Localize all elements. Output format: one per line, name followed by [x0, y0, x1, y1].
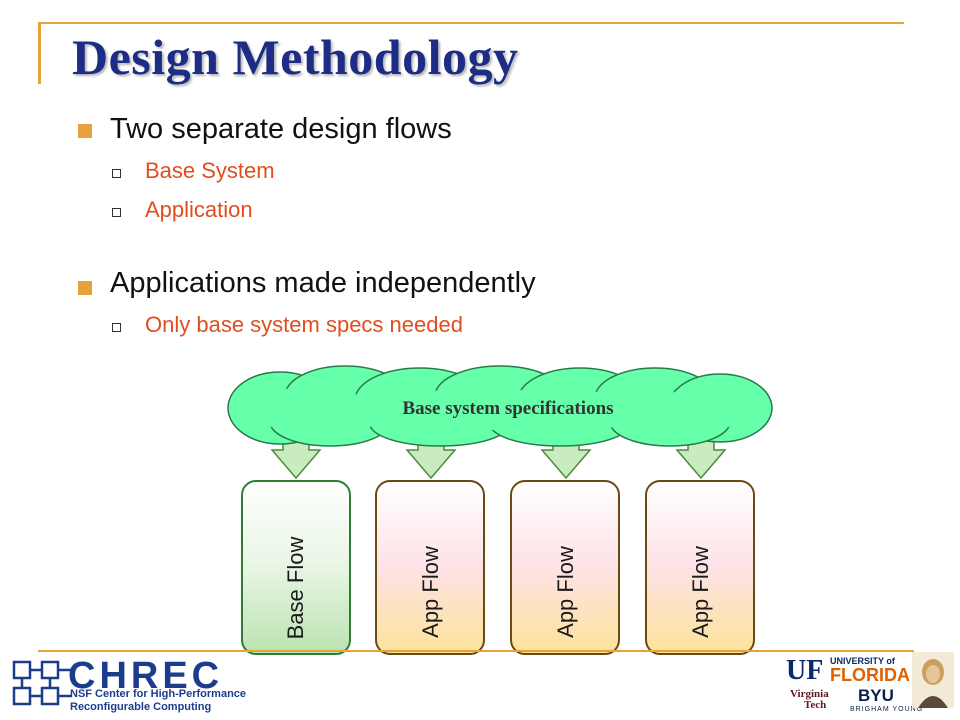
- chrec-logo-icon: [12, 660, 72, 706]
- flow-label-app: App Flow: [688, 546, 713, 638]
- uf-logo: UF UNIVERSITY of FLORIDA: [786, 655, 910, 686]
- vt-name: Virginia: [790, 688, 829, 700]
- frame-top-rule: [38, 22, 904, 24]
- flow-label-app: App Flow: [553, 546, 578, 638]
- flow-label-app: App Flow: [418, 546, 443, 638]
- footer-rule: [38, 650, 914, 652]
- uf-mark: UF: [786, 655, 824, 686]
- sub-bullet-text: Only base system specs needed: [145, 312, 463, 337]
- bullet-text: Applications made independently: [110, 267, 536, 299]
- uf-name: FLORIDA: [830, 665, 910, 685]
- vt-logo: Virginia Tech: [790, 688, 842, 718]
- byu-logo: BYU BRIGHAM YOUNG: [850, 686, 922, 718]
- flow-box-app: [645, 480, 755, 655]
- cloud-label: Base system specifications: [402, 398, 614, 419]
- byu-mark: BYU: [858, 686, 894, 705]
- bullet-text: Two separate design flows: [110, 113, 452, 145]
- sub-bullet-marker: [112, 208, 121, 217]
- flow-box-app: [510, 480, 620, 655]
- sub-bullet-text: Base System: [145, 158, 275, 183]
- vt-tech: Tech: [804, 699, 827, 711]
- chrec-logo-line1: NSF Center for High-Performance: [70, 688, 247, 700]
- chrec-logo-name: CHREC: [68, 655, 224, 697]
- frame-left-accent: [38, 22, 41, 84]
- slide-title: Design Methodology: [72, 29, 519, 85]
- gwu-portrait-icon: [912, 652, 954, 708]
- sub-bullet-marker: [112, 323, 121, 332]
- bullet-marker: [78, 124, 92, 138]
- chrec-logo-line2: Reconfigurable Computing: [70, 701, 212, 713]
- flow-label-base: Base Flow: [283, 536, 308, 640]
- uf-top: UNIVERSITY of: [830, 656, 895, 666]
- sub-bullet-text: Application: [145, 197, 253, 222]
- flow-box-base: [241, 480, 351, 655]
- byu-full: BRIGHAM YOUNG: [850, 706, 924, 713]
- flow-box-app: [375, 480, 485, 655]
- bullet-marker: [78, 281, 92, 295]
- sub-bullet-marker: [112, 169, 121, 178]
